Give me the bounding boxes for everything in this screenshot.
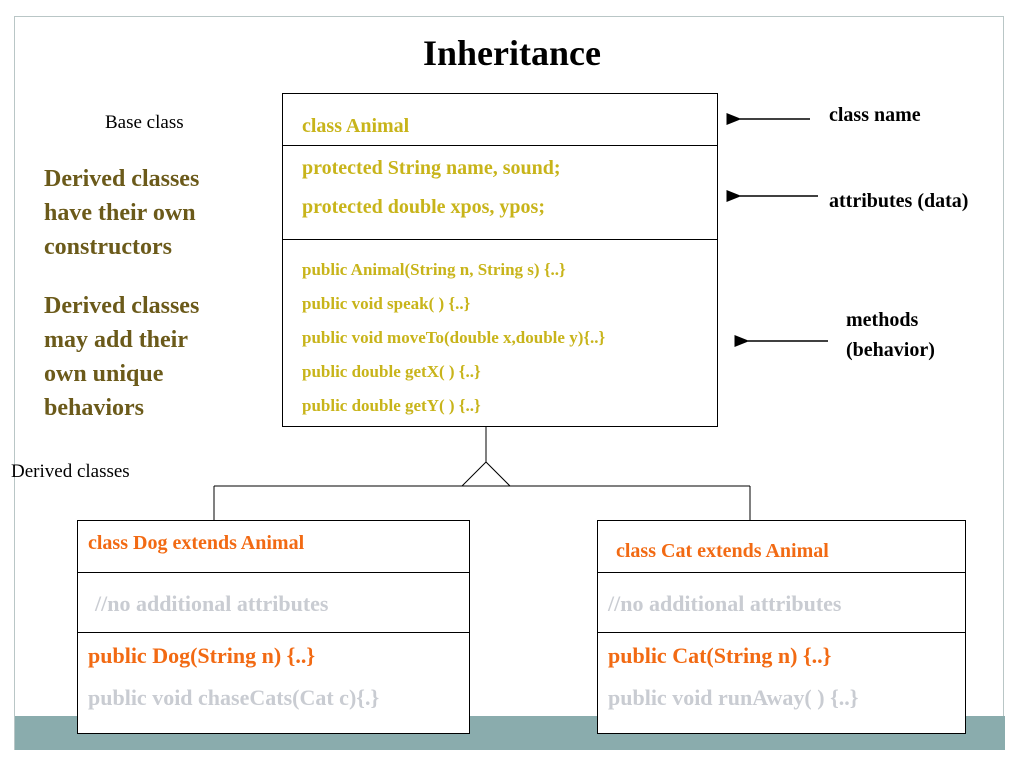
animal-attribute: protected double xpos, ypos;: [302, 196, 545, 218]
class-name-annotation: class name: [829, 104, 921, 126]
dog-attributes-comment: //no additional attributes: [95, 591, 329, 616]
derived-classes-label: Derived classes: [11, 461, 130, 482]
dog-constructor: public Dog(String n) {..}: [88, 643, 315, 668]
note-constructors: Derived classes have their own construct…: [44, 166, 200, 260]
cat-class-name: class Cat extends Animal: [616, 540, 829, 562]
inheritance-triangle: [460, 461, 512, 487]
dog-method: public void chaseCats(Cat c){.}: [88, 685, 380, 710]
animal-method: public void speak( ) {..}: [302, 294, 471, 313]
animal-class-name: class Animal: [302, 115, 410, 137]
cat-attributes-comment: //no additional attributes: [608, 591, 842, 616]
dog-class-name: class Dog extends Animal: [88, 532, 305, 554]
behavior-annotation: (behavior): [846, 339, 935, 361]
animal-method: public double getX( ) {..}: [302, 362, 481, 381]
animal-method: public Animal(String n, String s) {..}: [302, 260, 566, 279]
animal-method: public void moveTo(double x,double y){..…: [302, 328, 606, 347]
animal-method: public double getY( ) {..}: [302, 396, 481, 415]
base-class-label: Base class: [105, 112, 184, 133]
animal-class-box: class Animal protected String name, soun…: [282, 93, 718, 427]
note-behaviors: Derived classes may add their own unique…: [44, 293, 200, 421]
dog-class-box: class Dog extends Animal //no additional…: [77, 520, 470, 734]
cat-class-box: class Cat extends Animal //no additional…: [597, 520, 966, 734]
cat-method: public void runAway( ) {..}: [608, 685, 859, 710]
attributes-annotation: attributes (data): [829, 190, 969, 212]
cat-constructor: public Cat(String n) {..}: [608, 643, 832, 668]
methods-annotation: methods: [846, 309, 919, 331]
animal-attribute: protected String name, sound;: [302, 157, 561, 179]
slide-title: Inheritance: [423, 33, 601, 73]
